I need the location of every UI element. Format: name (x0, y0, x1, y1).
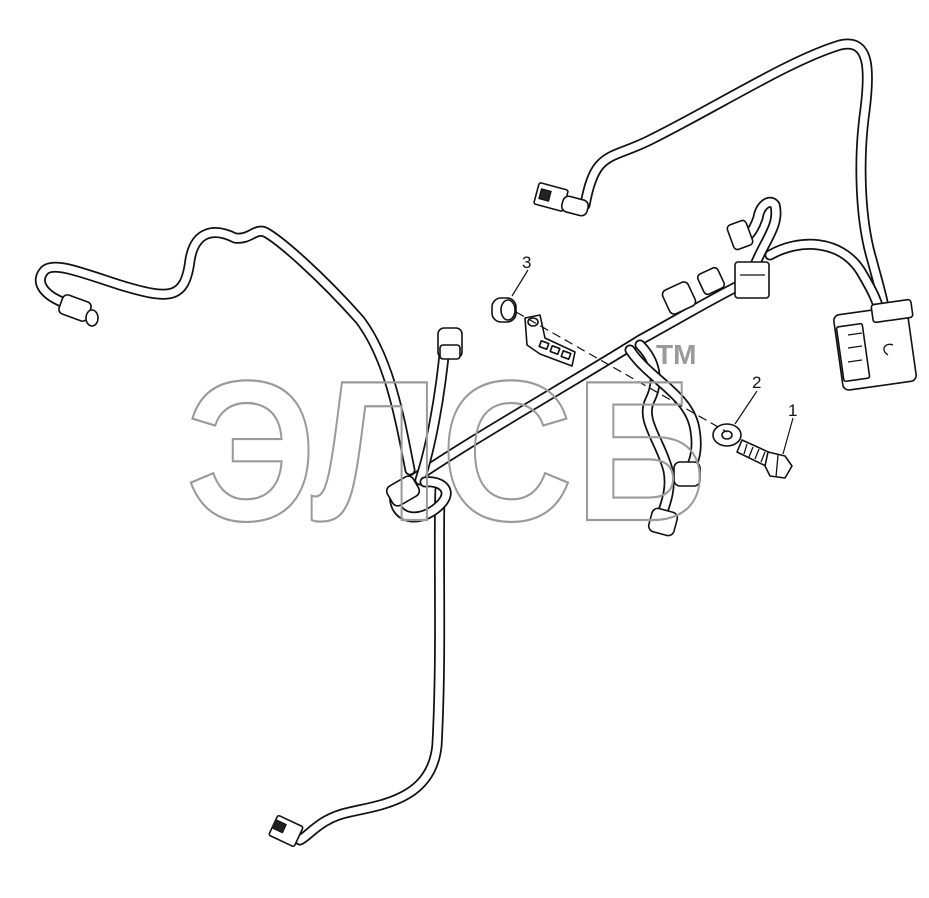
callout-3: 3 (522, 253, 531, 272)
assembly-centerline (515, 311, 728, 433)
harness-connector-icon (58, 182, 917, 848)
watermark-text: ЭЛСБ (186, 340, 708, 563)
callout-2: 2 (752, 373, 761, 392)
washer-icon (712, 423, 742, 447)
watermark-trademark: TM (656, 339, 696, 370)
callout-1: 1 (788, 401, 797, 420)
bolt-icon (736, 439, 793, 479)
leader-3 (511, 269, 529, 297)
spacer-icon (491, 297, 517, 323)
leader-1 (782, 417, 794, 455)
leader-2 (734, 390, 758, 425)
